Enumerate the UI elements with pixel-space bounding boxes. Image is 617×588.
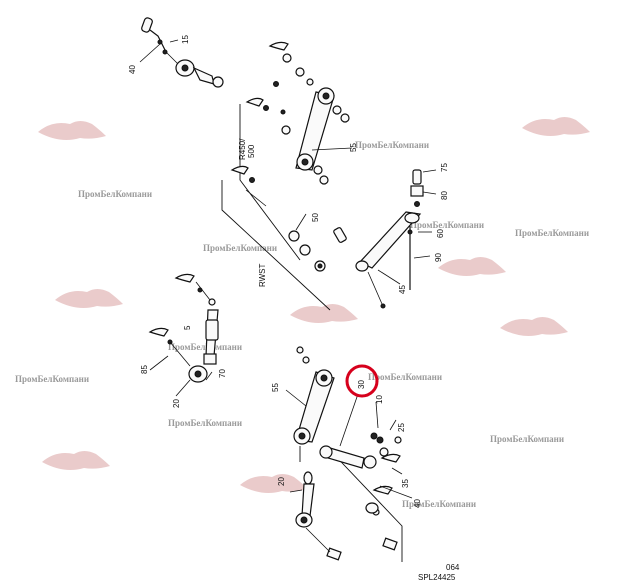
- part-number-60: 60: [436, 229, 445, 238]
- part-number-75: 75: [440, 163, 449, 172]
- part-number-5: 5: [183, 325, 192, 330]
- part-number-50: 50: [311, 213, 320, 222]
- watermark-logo: [38, 117, 590, 493]
- lower-right-assembly: [285, 346, 413, 562]
- watermark-text: ПромБелКомпани: [368, 372, 442, 382]
- top-left-lift-rod: [139, 17, 224, 88]
- watermark-text: ПромБелКомпани: [490, 434, 564, 444]
- watermark-text: ПромБелКомпани: [355, 140, 429, 150]
- upper-variant-group: [221, 41, 353, 311]
- part-number-80: 80: [440, 191, 449, 200]
- part-number-45: 45: [398, 285, 407, 294]
- part-number-90: 90: [434, 253, 443, 262]
- watermark-text: ПромБелКомпани: [402, 499, 476, 509]
- watermark-text: ПромБелКомпани: [203, 243, 277, 253]
- variant-label-500: 500: [247, 144, 256, 158]
- watermark-text: ПромБелКомпани: [168, 418, 242, 428]
- right-cylinder-assembly: [333, 169, 437, 309]
- watermark-text: ПромБелКомпани: [15, 374, 89, 384]
- part-number-10: 10: [375, 395, 384, 404]
- drawing-reference-code: SPL24425: [418, 573, 456, 582]
- part-number-15: 15: [181, 35, 190, 44]
- part-number-55: 55: [271, 383, 280, 392]
- variant-label-r450: R450/: [238, 138, 247, 160]
- part-number-70: 70: [218, 369, 227, 378]
- variant-label-rwst: RWST: [258, 263, 267, 287]
- part-number-20: 20: [172, 399, 181, 408]
- part-number-85: 85: [140, 365, 149, 374]
- part-number-35: 35: [401, 479, 410, 488]
- highlight-circle: [345, 364, 379, 398]
- part-number-20: 20: [277, 477, 286, 486]
- part-number-40: 40: [128, 65, 137, 74]
- left-lift-rod: [148, 273, 219, 397]
- watermark-text: ПромБелКомпани: [515, 228, 589, 238]
- watermark-text: ПромБелКомпани: [410, 220, 484, 230]
- part-number-25: 25: [397, 423, 406, 432]
- watermark-text: ПромБелКомпани: [78, 189, 152, 199]
- part-number-40: 40: [413, 499, 422, 508]
- part-number-55: 55: [349, 143, 358, 152]
- watermark-layer: ПромБелКомпани ПромБелКомпани ПромБелКом…: [15, 117, 590, 509]
- drawing-sheet-number: 064: [446, 563, 460, 572]
- part-number-30: 30: [357, 380, 366, 389]
- watermark-text: ПромБелКомпани: [168, 342, 242, 352]
